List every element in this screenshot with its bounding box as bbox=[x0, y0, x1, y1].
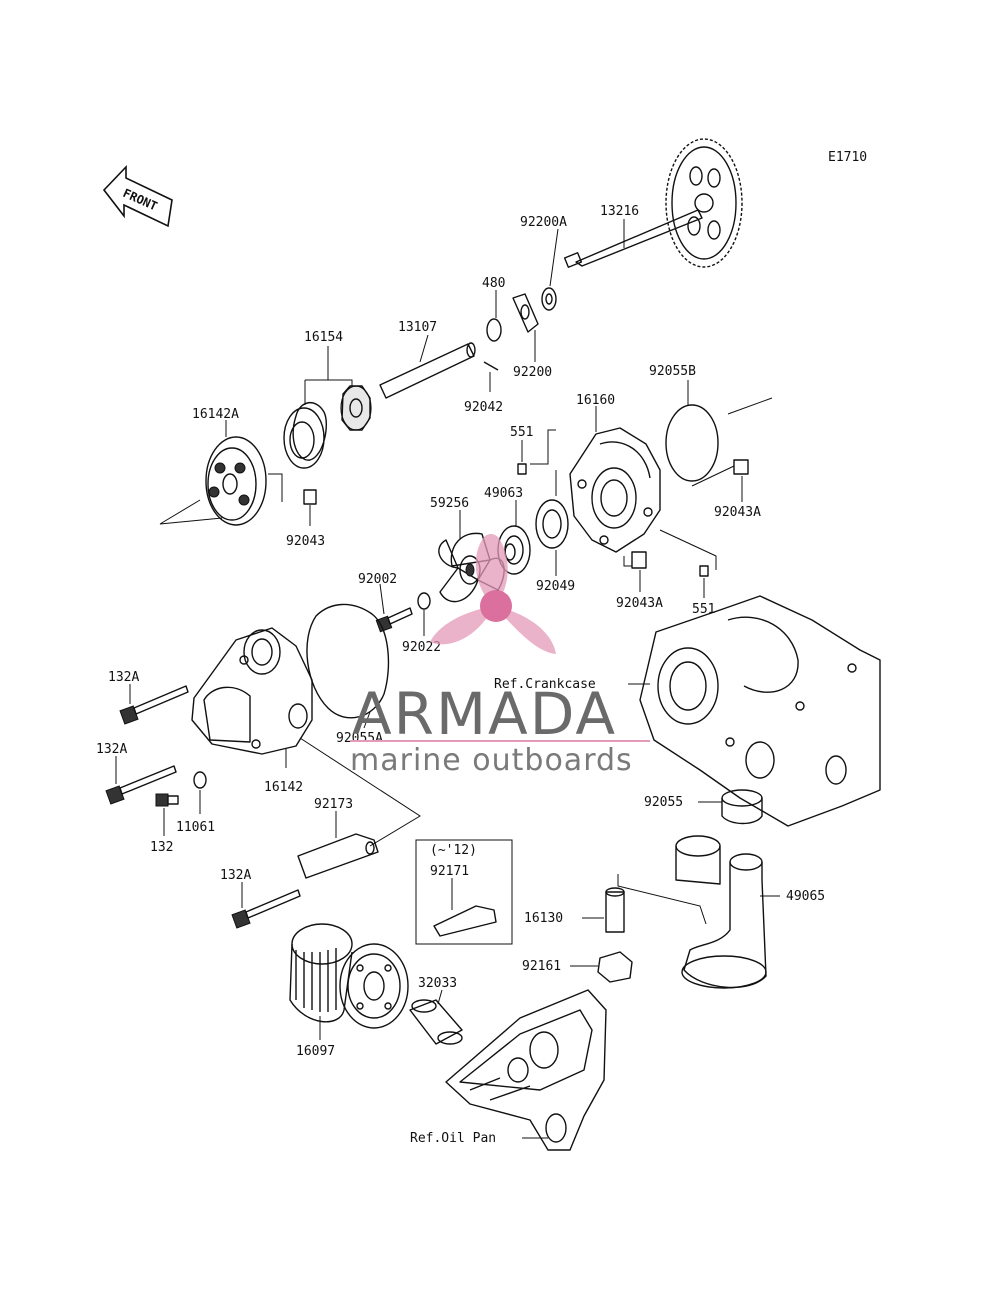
label-92173: 92173 bbox=[314, 797, 353, 812]
label-132A-lower: 132A bbox=[220, 868, 251, 883]
ref-crankcase: Ref.Crankcase bbox=[494, 677, 596, 692]
washer-92022 bbox=[417, 592, 431, 610]
cover-16160 bbox=[569, 427, 661, 553]
label-92022: 92022 bbox=[402, 640, 441, 655]
label-92049: 92049 bbox=[536, 579, 575, 594]
label-16142: 16142 bbox=[264, 780, 303, 795]
label-16160: 16160 bbox=[576, 393, 615, 408]
label-49063: 49063 bbox=[484, 486, 523, 501]
label-480: 480 bbox=[482, 276, 505, 291]
label-551-lower: 551 bbox=[692, 602, 715, 617]
label-92055B: 92055B bbox=[649, 364, 696, 379]
label-92171: 92171 bbox=[430, 864, 469, 879]
label-49065: 49065 bbox=[786, 889, 825, 904]
dowel-92043 bbox=[303, 489, 317, 505]
label-92200: 92200 bbox=[513, 365, 552, 380]
washer-11061 bbox=[193, 771, 207, 789]
inset-92171: (~'12) 92171 bbox=[415, 839, 513, 945]
plate-92200 bbox=[512, 293, 539, 333]
bolt-132A-upper bbox=[119, 685, 189, 725]
circlip-480 bbox=[486, 318, 502, 342]
front-arrow-icon: FRONT bbox=[102, 165, 173, 228]
label-92200A: 92200A bbox=[520, 215, 567, 230]
shaft-13107 bbox=[379, 342, 476, 399]
label-11061: 11061 bbox=[176, 820, 215, 835]
label-92002: 92002 bbox=[358, 572, 397, 587]
watermark-logo bbox=[430, 534, 556, 654]
label-132A-middle: 132A bbox=[96, 742, 127, 757]
label-16097: 16097 bbox=[296, 1044, 335, 1059]
label-32033: 32033 bbox=[418, 976, 457, 991]
watermark-title: ARMADA bbox=[352, 680, 617, 748]
label-132A-upper: 132A bbox=[108, 670, 139, 685]
label-92055A: 92055A bbox=[336, 731, 383, 746]
bolt-92002 bbox=[375, 607, 413, 633]
strainer-49065 bbox=[675, 835, 767, 989]
oring-92055B bbox=[665, 404, 719, 482]
fitting-16130 bbox=[605, 887, 625, 933]
pump-housing-16142 bbox=[191, 627, 313, 755]
bolt-132 bbox=[155, 793, 179, 807]
label-16154: 16154 bbox=[304, 330, 343, 345]
oil-pan-ref bbox=[445, 989, 607, 1151]
bolt-132A-middle bbox=[105, 765, 177, 805]
seal-92049 bbox=[535, 499, 569, 549]
dowel-551-lower bbox=[699, 565, 709, 577]
label-92042: 92042 bbox=[464, 400, 503, 415]
rotor-16154 bbox=[283, 385, 372, 469]
gear-shaft-13216 bbox=[563, 138, 743, 268]
washer-92200A bbox=[541, 287, 557, 311]
year-note: (~'12) bbox=[430, 843, 477, 858]
label-13107: 13107 bbox=[398, 320, 437, 335]
label-132: 132 bbox=[150, 840, 173, 855]
oil-filter-16097 bbox=[289, 923, 409, 1029]
bracket-92173 bbox=[297, 833, 379, 879]
pin-92042 bbox=[483, 361, 499, 371]
label-92161: 92161 bbox=[522, 959, 561, 974]
diagram-id: E1710 bbox=[828, 150, 867, 165]
nut-92161 bbox=[597, 951, 633, 983]
seal-92055 bbox=[721, 789, 763, 825]
label-13216: 13216 bbox=[600, 204, 639, 219]
bolt-132A-lower bbox=[231, 889, 301, 929]
label-59256: 59256 bbox=[430, 496, 469, 511]
dowel-92043A-upper bbox=[733, 459, 749, 475]
pump-body-16142A bbox=[205, 436, 267, 526]
watermark-subtitle: marine outboards bbox=[350, 743, 633, 778]
label-16130: 16130 bbox=[524, 911, 563, 926]
label-92043A-lower: 92043A bbox=[616, 596, 663, 611]
label-551-upper: 551 bbox=[510, 425, 533, 440]
dowel-551-upper bbox=[517, 463, 527, 475]
label-16142A: 16142A bbox=[192, 407, 239, 422]
label-92055: 92055 bbox=[644, 795, 683, 810]
label-92043: 92043 bbox=[286, 534, 325, 549]
crankcase-ref bbox=[639, 595, 881, 827]
label-92043A-upper: 92043A bbox=[714, 505, 761, 520]
ref-oil-pan: Ref.Oil Pan bbox=[410, 1131, 496, 1146]
pipe-32033 bbox=[409, 999, 463, 1045]
dowel-92043A-lower bbox=[631, 551, 647, 569]
